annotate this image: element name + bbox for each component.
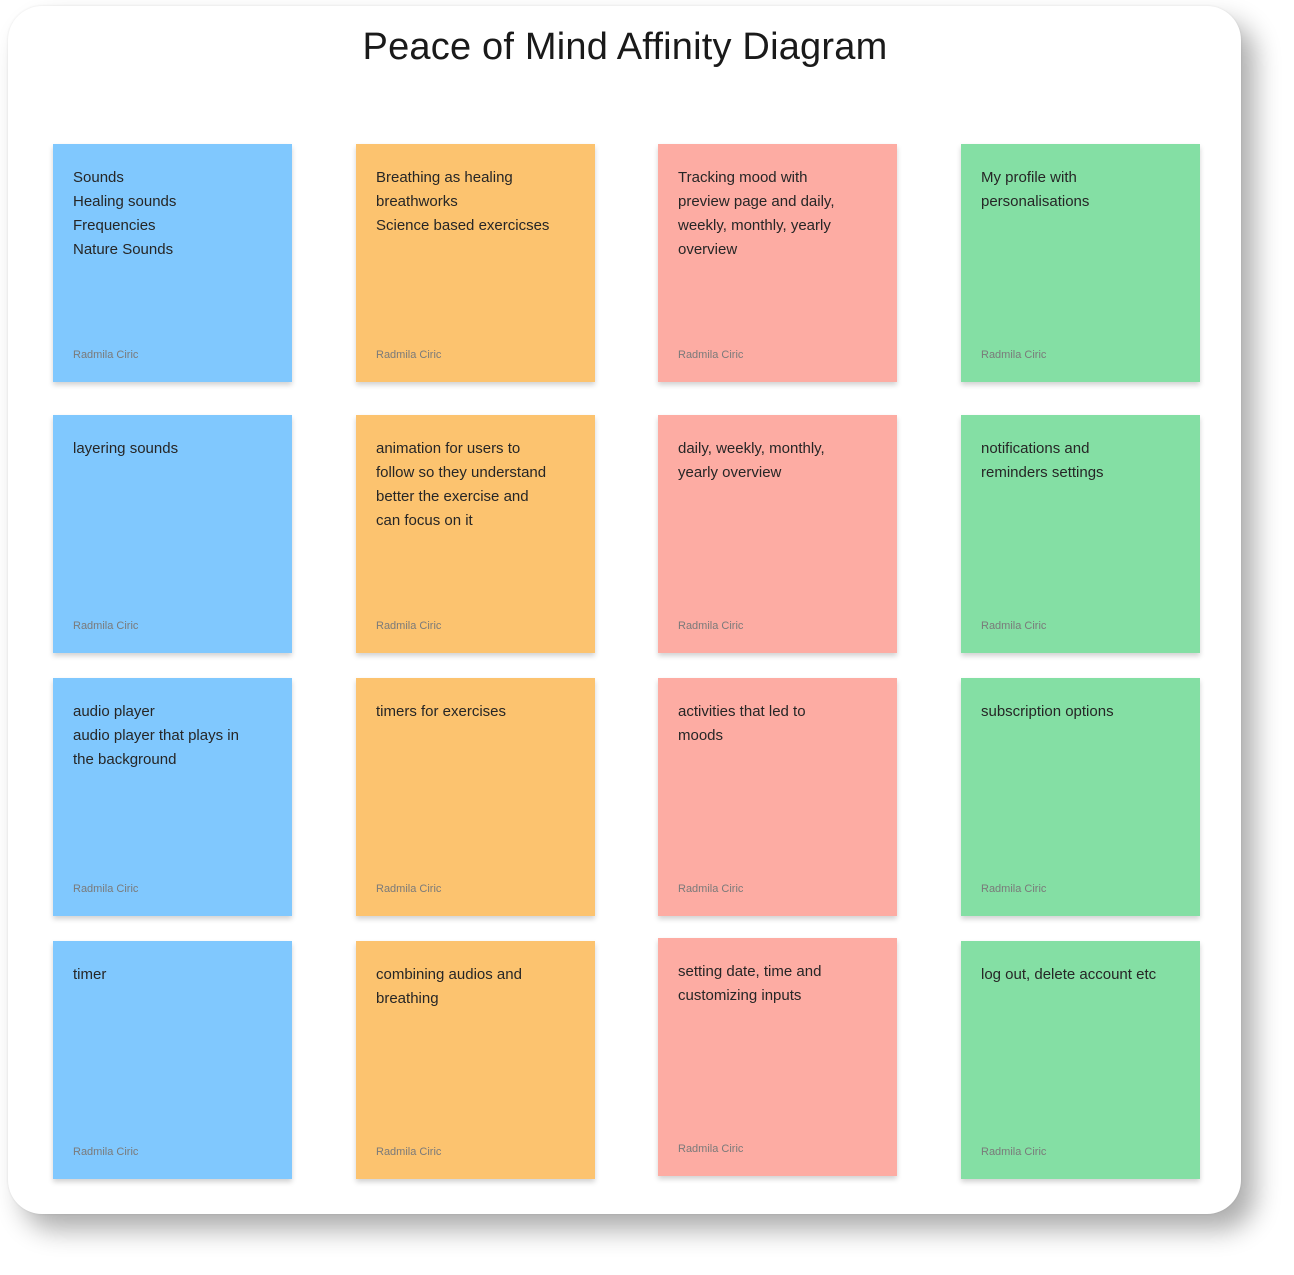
sticky-note-author: Radmila Ciric bbox=[376, 620, 442, 632]
sticky-note-text: daily, weekly, monthly, yearly overview bbox=[678, 437, 877, 485]
sticky-note-author: Radmila Ciric bbox=[678, 1143, 744, 1155]
sticky-note-author: Radmila Ciric bbox=[73, 620, 139, 632]
sticky-note-author: Radmila Ciric bbox=[678, 349, 744, 361]
sticky-note-line: My profile with bbox=[981, 169, 1077, 186]
sticky-note-line: Science based exercicses bbox=[376, 217, 550, 234]
sticky-note-line: reminders settings bbox=[981, 464, 1104, 481]
sticky-note-author: Radmila Ciric bbox=[73, 1146, 139, 1158]
sticky-note-line: combining audios and bbox=[376, 966, 522, 983]
sticky-note-line: better the exercise and bbox=[376, 488, 529, 505]
sticky-note-line: Sounds bbox=[73, 169, 124, 186]
sticky-note-line: log out, delete account etc bbox=[981, 966, 1157, 983]
sticky-note-author: Radmila Ciric bbox=[73, 883, 139, 895]
sticky-note-line: animation for users to bbox=[376, 440, 521, 457]
sticky-note-line: moods bbox=[678, 727, 724, 744]
sticky-note-line: timer bbox=[73, 966, 107, 983]
sticky-note-line: Frequencies bbox=[73, 217, 156, 234]
sticky-note-author: Radmila Ciric bbox=[981, 620, 1047, 632]
sticky-note-author: Radmila Ciric bbox=[981, 1146, 1047, 1158]
sticky-note-line: can focus on it bbox=[376, 512, 473, 529]
sticky-note-author: Radmila Ciric bbox=[678, 620, 744, 632]
sticky-note-text: activities that led to moods bbox=[678, 700, 877, 748]
sticky-note-text: Tracking mood with preview page and daily… bbox=[678, 166, 877, 262]
sticky-note-text: timer bbox=[73, 963, 272, 987]
sticky-note-line: timers for exercises bbox=[376, 703, 507, 720]
sticky-note-line: activities that led to bbox=[678, 703, 806, 720]
sticky-note-line: layering sounds bbox=[73, 440, 179, 457]
sticky-note[interactable]: Tracking mood with preview page and daily… bbox=[658, 144, 897, 382]
sticky-note-author: Radmila Ciric bbox=[73, 349, 139, 361]
sticky-note-text: timers for exercises bbox=[376, 700, 575, 724]
sticky-note-author: Radmila Ciric bbox=[376, 1146, 442, 1158]
sticky-note-author: Radmila Ciric bbox=[678, 883, 744, 895]
sticky-note-line: Nature Sounds bbox=[73, 241, 174, 258]
sticky-note-line: Breathing as healing bbox=[376, 169, 513, 186]
sticky-note-text: log out, delete account etc bbox=[981, 963, 1180, 987]
page-title: Peace of Mind Affinity Diagram bbox=[362, 26, 888, 68]
sticky-note-line: audio player bbox=[73, 703, 155, 720]
sticky-note-line: subscription options bbox=[981, 703, 1114, 720]
sticky-note-line: setting date, time and bbox=[678, 963, 822, 980]
sticky-note-text: setting date, time and customizing inputs bbox=[678, 960, 877, 1008]
sticky-note[interactable]: animation for users to follow so they und… bbox=[356, 415, 595, 653]
sticky-note-line: Tracking mood with bbox=[678, 169, 808, 186]
sticky-note-line: audio player that plays in bbox=[73, 727, 239, 744]
sticky-note[interactable]: audio player audio player that plays in th… bbox=[53, 678, 292, 916]
sticky-note-text: combining audios and breathing bbox=[376, 963, 575, 1011]
sticky-note-line: the background bbox=[73, 751, 177, 768]
sticky-note-line: daily, weekly, monthly, bbox=[678, 440, 825, 457]
sticky-note-text: audio player audio player that plays in th… bbox=[73, 700, 272, 772]
sticky-note-line: customizing inputs bbox=[678, 987, 802, 1004]
sticky-note-text: animation for users to follow so they und… bbox=[376, 437, 575, 533]
sticky-note-line: overview bbox=[678, 241, 738, 258]
sticky-note-author: Radmila Ciric bbox=[376, 883, 442, 895]
sticky-note-text: subscription options bbox=[981, 700, 1180, 724]
sticky-note-line: yearly overview bbox=[678, 464, 782, 481]
sticky-note-text: layering sounds bbox=[73, 437, 272, 461]
sticky-note-line: follow so they understand bbox=[376, 464, 547, 481]
sticky-note-text: notifications and reminders settings bbox=[981, 437, 1180, 485]
sticky-note-line: notifications and bbox=[981, 440, 1090, 457]
sticky-note-line: breathworks bbox=[376, 193, 458, 210]
sticky-note-author: Radmila Ciric bbox=[981, 349, 1047, 361]
sticky-note-line: weekly, monthly, yearly bbox=[678, 217, 831, 234]
sticky-note-line: preview page and daily, bbox=[678, 193, 835, 210]
sticky-note-line: Healing sounds bbox=[73, 193, 177, 210]
sticky-note-text: My profile with personalisations bbox=[981, 166, 1180, 214]
sticky-note-author: Radmila Ciric bbox=[981, 883, 1047, 895]
sticky-note[interactable]: setting date, time and customizing inputs… bbox=[658, 938, 897, 1176]
sticky-note-line: personalisations bbox=[981, 193, 1090, 210]
sticky-note-line: breathing bbox=[376, 990, 439, 1007]
sticky-note-author: Radmila Ciric bbox=[376, 349, 442, 361]
